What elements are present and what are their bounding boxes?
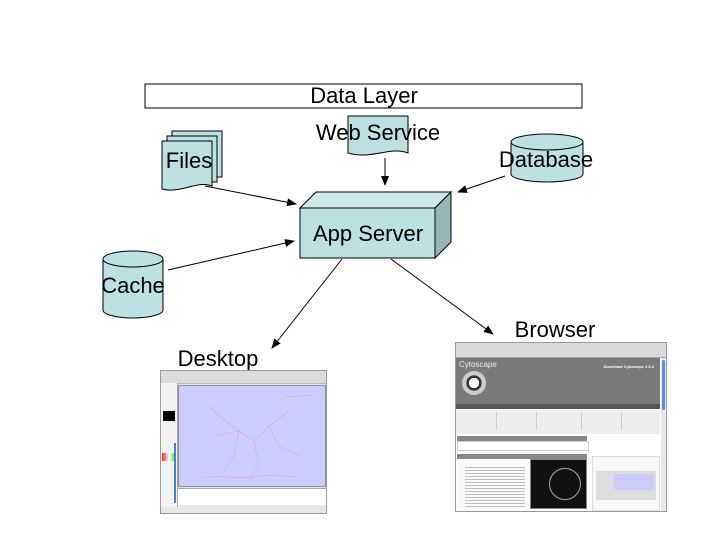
files-label: Files: [166, 148, 212, 173]
browser-scrollbar[interactable]: [661, 358, 666, 511]
server-box-icon: [299, 207, 436, 259]
getting-help-box: [592, 456, 660, 511]
cytoscape-logo-icon: [462, 371, 486, 395]
network-canvas: [178, 385, 326, 487]
attribute-panel: [178, 488, 326, 505]
release-header: [457, 454, 587, 459]
tab-network-attributes[interactable]: [238, 513, 266, 514]
data-layer-box: Data Layer: [144, 83, 583, 109]
attribute-tabs: [178, 506, 326, 511]
documents-icon: [161, 140, 213, 191]
network-graph: [203, 395, 315, 482]
web-service-node: Web Service: [316, 115, 440, 156]
tab-node-attributes[interactable]: [178, 513, 206, 514]
overview-thumbnail: [163, 411, 175, 421]
site-banner: Cytoscape Download Cytoscape 2.5.2: [456, 358, 660, 404]
tab-edge-attributes[interactable]: [208, 513, 236, 514]
browser-chrome: [456, 343, 666, 358]
data-layer-title: Data Layer: [310, 83, 418, 108]
release-body: [457, 459, 587, 511]
app-server-label: App Server: [313, 221, 423, 246]
mini-app-screenshot: [596, 471, 656, 500]
database-icon: [510, 133, 584, 151]
document-icon: [347, 115, 409, 156]
side-scrollbar: [174, 443, 176, 503]
site-nav-bar: [456, 404, 660, 409]
desktop-toolbar: [161, 371, 326, 384]
news-body: [457, 441, 589, 451]
cache-cylinder-icon: [102, 250, 164, 268]
cache-label: Cache: [101, 273, 165, 298]
browser-label: Browser: [515, 317, 596, 342]
desktop-side-panel: [161, 383, 178, 507]
database-node: Database: [499, 133, 593, 183]
download-headline: Download Cytoscape 2.5.2: [603, 364, 654, 369]
arrow-files-to-server: [204, 185, 297, 207]
desktop-label: Desktop: [178, 346, 259, 371]
web-service-label: Web Service: [316, 120, 440, 145]
arrow-server-to-browser: [390, 258, 494, 335]
database-label: Database: [499, 147, 593, 172]
site-name: Cytoscape: [459, 360, 497, 369]
release-notes: [465, 465, 525, 509]
news-header: [457, 436, 587, 441]
files-node: Files: [161, 130, 223, 191]
arrow-server-to-desktop: [271, 258, 343, 349]
color-gradient: [162, 453, 176, 461]
desktop-app-screenshot: [160, 370, 327, 514]
release-screenshot: [530, 459, 587, 509]
connectors: [167, 158, 506, 349]
arrow-database-to-server: [457, 175, 506, 193]
arrow-cache-to-server: [167, 239, 295, 271]
browser-screenshot: Cytoscape Download Cytoscape 2.5.2: [455, 342, 667, 512]
app-server-node: App Server: [298, 190, 453, 260]
site-columns: [456, 410, 660, 434]
cache-node: Cache: [101, 250, 165, 319]
